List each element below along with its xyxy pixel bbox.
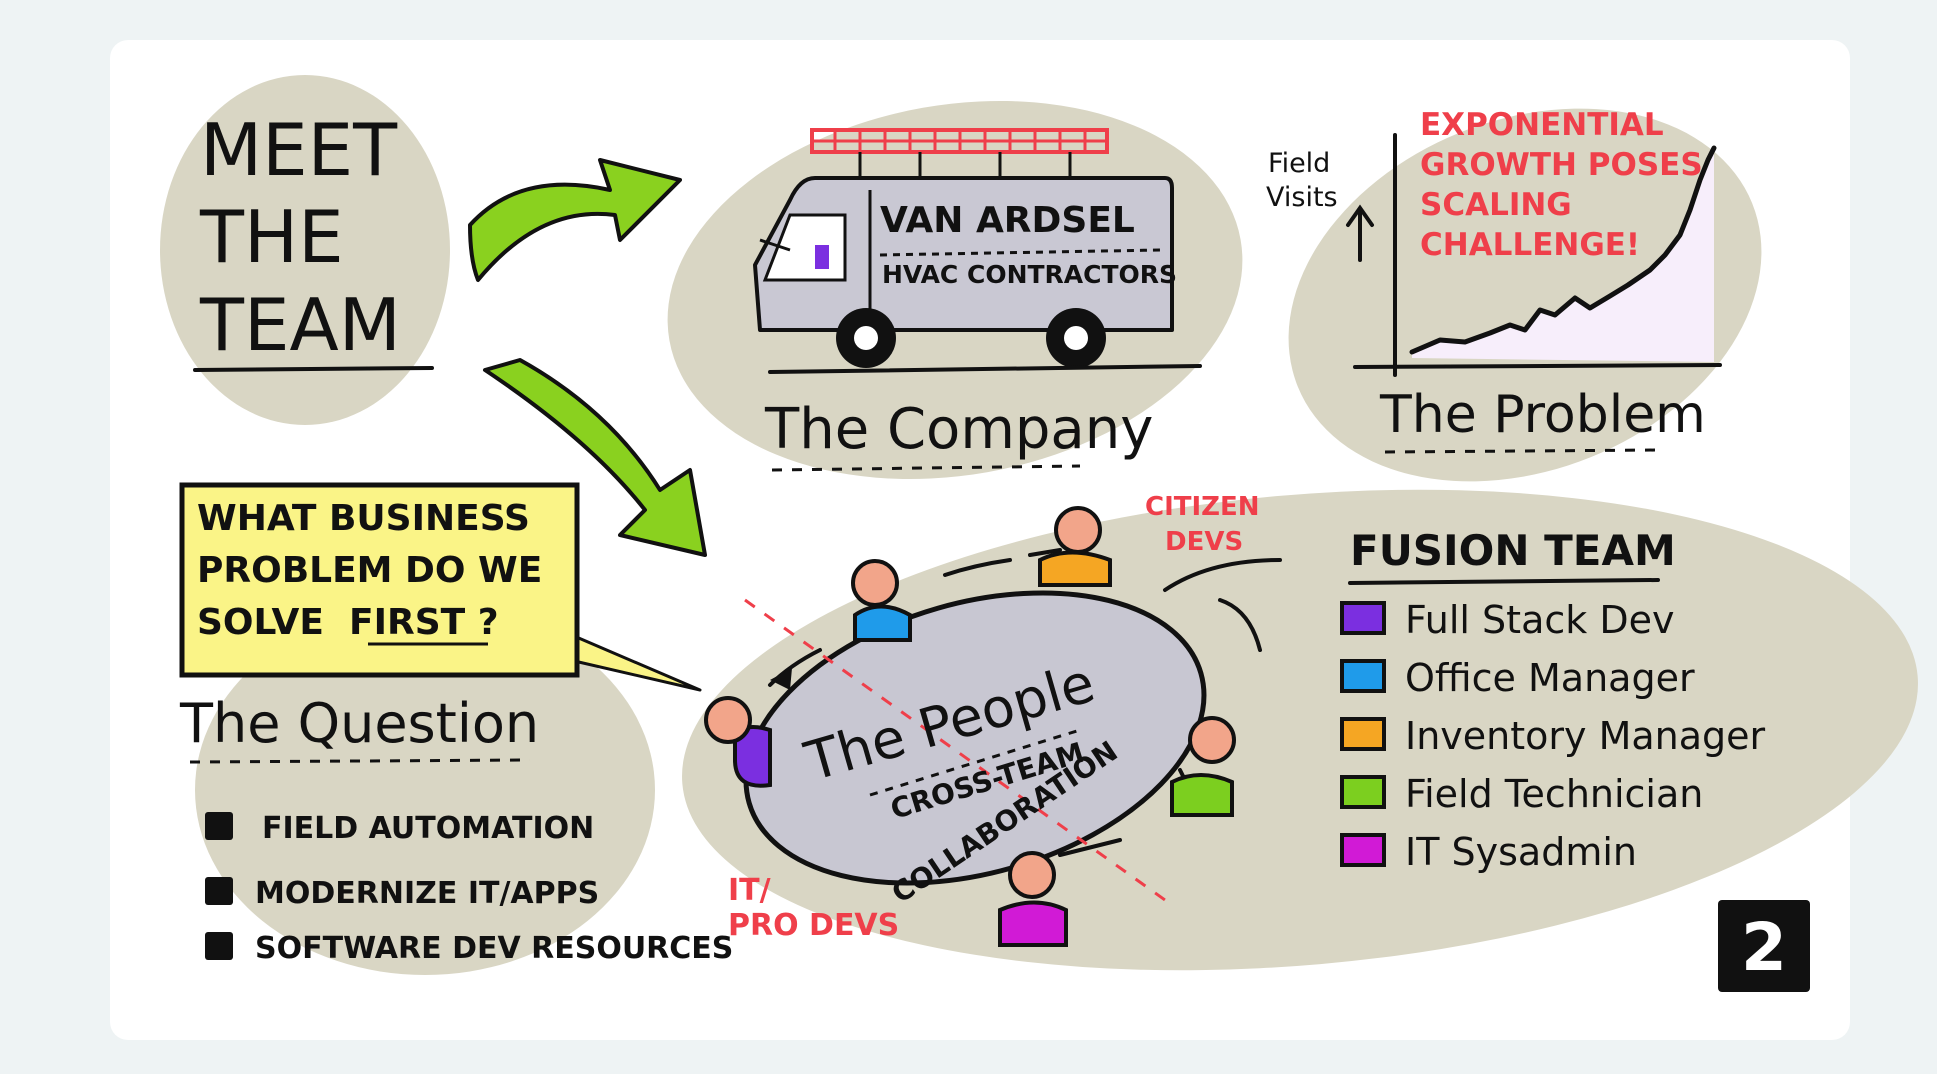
title-line-1: MEET	[200, 108, 398, 192]
problem-caption-underline	[1384, 448, 1661, 454]
problem-note-line-1: EXPONENTIAL	[1420, 107, 1664, 143]
growth-area	[1412, 150, 1714, 362]
legend-swatch	[1340, 833, 1386, 867]
growth-line	[1409, 145, 1717, 355]
motion-arrowhead-icon	[770, 668, 792, 690]
driver-icon	[815, 245, 829, 269]
legend-label: Inventory Manager	[1405, 714, 1766, 758]
x-axis	[1353, 363, 1722, 369]
arrow-to-company-icon	[468, 158, 682, 282]
legend-item: Inventory Manager	[1340, 714, 1766, 758]
legend-swatch	[1340, 659, 1386, 693]
title-underline	[193, 366, 434, 372]
pro-devs-line-1: IT/	[728, 873, 771, 908]
page-number: 2	[1741, 909, 1787, 986]
legend-item: Full Stack Dev	[1340, 598, 1674, 642]
title-line-2: THE	[199, 195, 344, 279]
fusion-title-underline	[1348, 578, 1660, 585]
title-line-3: TEAM	[199, 283, 401, 367]
legend-label: Office Manager	[1405, 656, 1695, 700]
van-illustration: VAN ARDSEL HVAC CONTRACTORS	[753, 128, 1202, 374]
question-note: WHAT BUSINESS PROBLEM DO WE SOLVE FIRST …	[179, 482, 702, 692]
problem-note-line-3: SCALING	[1420, 187, 1572, 223]
van-subtitle: HVAC CONTRACTORS	[882, 260, 1177, 289]
problem-caption: The Problem	[1379, 385, 1706, 445]
legend-item: IT Sysadmin	[1340, 830, 1637, 874]
question-line-3: SOLVE FIRST ?	[197, 602, 499, 643]
question-line-2: PROBLEM DO WE	[197, 550, 542, 591]
company-caption: The Company	[764, 397, 1153, 462]
y-axis-label-line-2: Visits	[1266, 182, 1338, 213]
legend-label: Full Stack Dev	[1405, 598, 1674, 642]
bullet-square-icon	[205, 932, 233, 960]
problem-note-line-4: CHALLENGE!	[1420, 227, 1640, 263]
person-field-technician-icon	[1170, 716, 1236, 817]
person-office-manager-icon	[851, 559, 912, 642]
problem-chart: Field Visits EXPONENTIAL GROWTH POSES SC…	[1266, 107, 1722, 377]
question-caption: The Question	[179, 692, 539, 755]
citizen-devs-line-2: DEVS	[1165, 527, 1243, 557]
ladder-icon	[810, 128, 1109, 178]
blob-question	[195, 605, 655, 975]
legend-label: IT Sysadmin	[1405, 830, 1637, 874]
bullet-square-icon	[205, 877, 233, 905]
person-it-sysadmin-icon	[998, 851, 1068, 947]
blob-meet-team	[160, 75, 450, 425]
people-illustration: The People CROSS-TEAM COLLABORATION CITI…	[704, 492, 1282, 947]
van-name: VAN ARDSEL	[880, 200, 1135, 241]
meet-the-team-heading: MEET THE TEAM	[193, 108, 434, 372]
person-full-stack-dev-icon	[704, 696, 772, 788]
legend-swatch	[1340, 601, 1386, 635]
bullet-item: MODERNIZE IT/APPS	[255, 876, 599, 911]
page-number-badge	[1718, 900, 1810, 992]
ground-line	[768, 364, 1202, 374]
blob-problem	[1288, 108, 1762, 482]
legend-item: Field Technician	[1340, 772, 1703, 816]
legend-swatch	[1340, 775, 1386, 809]
legend-swatch	[1340, 717, 1386, 751]
legend-label: Field Technician	[1405, 772, 1703, 816]
citizen-devs-line-1: CITIZEN	[1145, 492, 1260, 522]
legend-item: Office Manager	[1340, 656, 1695, 700]
question-caption-underline	[189, 758, 531, 764]
question-bullets: FIELD AUTOMATION MODERNIZE IT/APPS SOFTW…	[205, 811, 733, 966]
bullet-square-icon	[205, 812, 233, 840]
mirror-line	[759, 238, 791, 252]
person-inventory-manager-icon	[1038, 506, 1112, 587]
pro-devs-line-2: PRO DEVS	[728, 908, 899, 943]
bullet-item: FIELD AUTOMATION	[262, 811, 594, 846]
question-line-1: WHAT BUSINESS	[197, 498, 530, 539]
bullet-item: SOFTWARE DEV RESOURCES	[255, 931, 733, 966]
problem-note-line-2: GROWTH POSES	[1420, 147, 1703, 183]
people-title-underline	[869, 728, 1081, 797]
fusion-team-title: FUSION TEAM	[1350, 526, 1676, 575]
arrow-to-people-icon	[483, 358, 707, 557]
y-axis-arrow-icon	[1346, 204, 1374, 262]
y-axis-label-line-1: Field	[1268, 148, 1330, 179]
